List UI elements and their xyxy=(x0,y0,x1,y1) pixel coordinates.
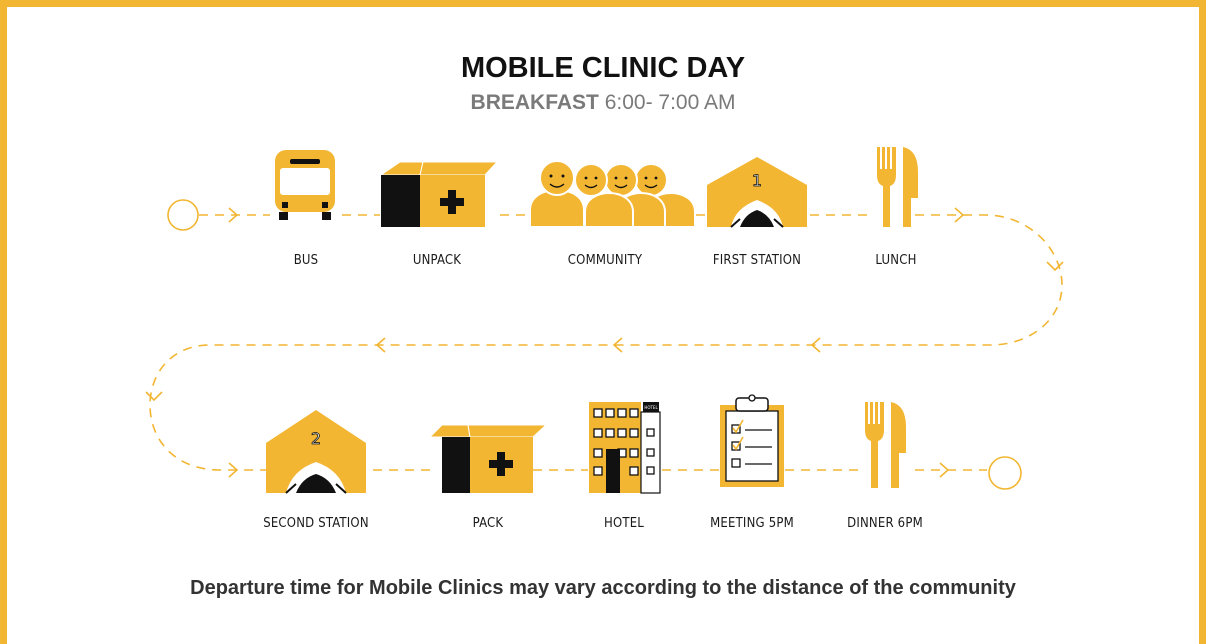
arrow-left-icon xyxy=(375,337,386,353)
step-label: MEETING 5PM xyxy=(710,516,794,531)
step-label: LUNCH xyxy=(875,253,916,268)
arrow-left-icon xyxy=(810,337,821,353)
departure-note: Departure time for Mobile Clinics may va… xyxy=(190,577,1016,599)
start-circle xyxy=(167,199,199,231)
arrow-right-icon xyxy=(954,207,965,223)
step-hotel: HOTEL HOTEL xyxy=(589,402,661,531)
tent-number: 2 xyxy=(311,429,321,448)
step-label: DINNER 6PM xyxy=(847,516,923,531)
medical-box-icon xyxy=(428,424,548,493)
step-pack: PACK xyxy=(428,424,548,531)
clipboard-icon xyxy=(720,394,784,487)
step-unpack: UNPACK xyxy=(379,161,499,268)
end-circle xyxy=(988,456,1022,490)
page-title: MOBILE CLINIC DAY xyxy=(460,52,746,84)
step-bus: BUS xyxy=(275,150,335,268)
arrow-left-icon xyxy=(612,337,623,353)
tent-2-icon: 2 xyxy=(266,410,366,494)
arrow-right-icon xyxy=(228,207,239,223)
step-community: COMMUNITY xyxy=(529,160,696,268)
route-path xyxy=(145,199,1064,490)
fork-knife-icon xyxy=(877,147,918,227)
step-label: FIRST STATION xyxy=(713,253,801,268)
arrow-down-icon xyxy=(145,391,163,402)
breakfast-subtitle: BREAKFAST 6:00- 7:00 AM xyxy=(0,91,1206,115)
tent-1-icon: 1 xyxy=(707,157,807,228)
fork-knife-icon xyxy=(865,402,906,488)
step-dinner: DINNER 6PM xyxy=(847,402,923,531)
step-label: SECOND STATION xyxy=(263,516,369,531)
people-icon xyxy=(529,160,696,228)
step-label: BUS xyxy=(294,253,319,268)
arrow-right-icon xyxy=(228,462,239,478)
bus-icon xyxy=(275,150,335,220)
step-lunch: LUNCH xyxy=(875,147,918,268)
step-label: HOTEL xyxy=(604,516,644,531)
step-label: COMMUNITY xyxy=(568,253,643,268)
tent-number: 1 xyxy=(752,171,762,190)
hotel-sign: HOTEL xyxy=(644,405,658,410)
step-first-station: 1 FIRST STATION xyxy=(707,157,807,268)
medical-box-icon xyxy=(379,161,499,227)
step-label: PACK xyxy=(473,516,504,531)
hotel-building-icon: HOTEL xyxy=(589,402,661,494)
step-meeting: MEETING 5PM xyxy=(710,394,794,531)
arrow-right-icon xyxy=(939,462,950,478)
step-second-station: 2 SECOND STATION xyxy=(263,410,369,531)
step-label: UNPACK xyxy=(413,253,461,268)
arrow-down-icon xyxy=(1046,261,1064,272)
breakfast-label: BREAKFAST xyxy=(470,91,599,114)
breakfast-time: 6:00- 7:00 AM xyxy=(604,91,736,114)
